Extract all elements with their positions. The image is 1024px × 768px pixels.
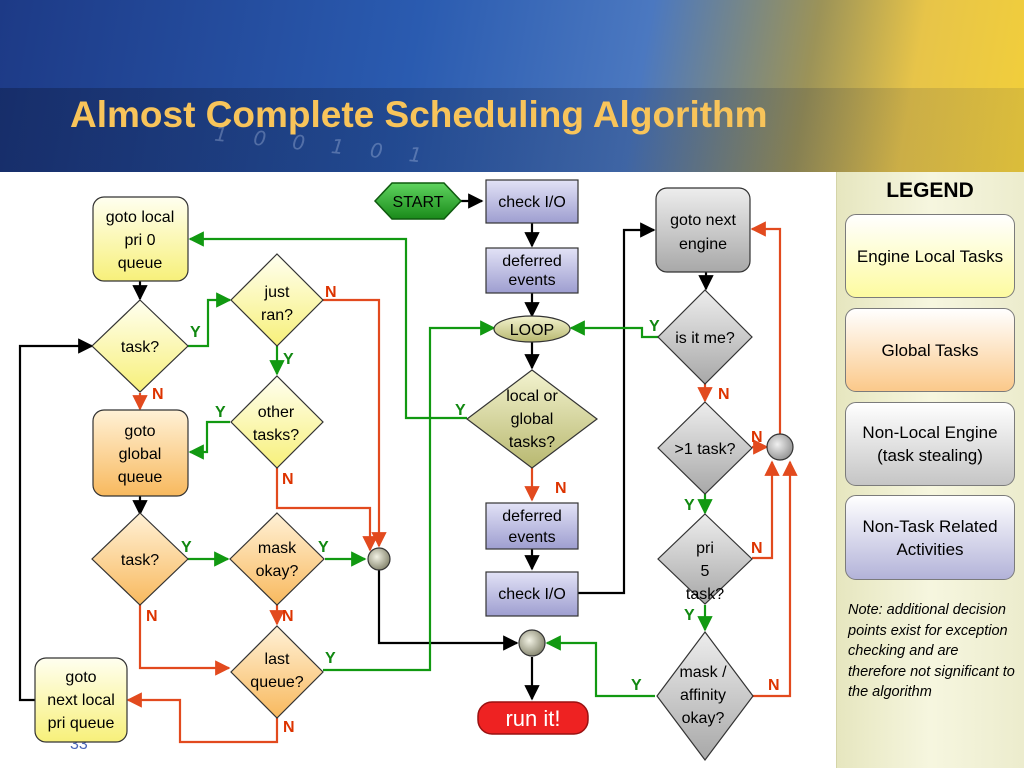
label-n-more: N (751, 429, 763, 446)
edge-n-junction-nextengine (750, 221, 782, 434)
start-label: START (393, 194, 444, 211)
run-junction (518, 629, 546, 657)
local-or-global-decision (466, 369, 598, 469)
edge-y-task-justran (188, 292, 232, 348)
other-tasks-decision (230, 375, 324, 469)
label-y-other-gotoglobal: Y (215, 404, 226, 421)
edge-nextlocal-loopback (18, 338, 94, 702)
label-y-maskaff-junction: Y (631, 677, 642, 694)
edge-y-lastqueue-loop (323, 320, 496, 672)
label-y-isme-loop: Y (649, 318, 660, 335)
slide-header: 1 0 0 1 0 1 (0, 0, 1024, 172)
legend-global-tasks: Global Tasks (845, 308, 1015, 392)
legend-note: Note: additional decision points exist f… (848, 602, 1015, 700)
label-n-maskaff: N (768, 677, 780, 694)
mid-junction (367, 547, 391, 571)
label-y-local-gotolocal: Y (455, 402, 466, 419)
run-it-box (477, 701, 589, 735)
label-n-other: N (282, 471, 294, 488)
deferred-events-top-box (485, 247, 579, 294)
legend-engine-local-tasks: Engine Local Tasks (845, 214, 1015, 298)
goto-next-engine-box (655, 187, 751, 273)
edge-n-justran-junction (323, 298, 387, 548)
edge-checkio2-nextengine (578, 222, 656, 595)
loop-node (493, 315, 571, 343)
label-y-justran-other: Y (283, 351, 294, 368)
label-y-mask-junction: Y (318, 539, 329, 556)
label-n-mask: N (282, 608, 294, 625)
edge-n-othertasks-junction (275, 468, 378, 552)
legend-non-task-activities: Non-Task Related Activities (845, 495, 1015, 580)
mask-affinity-decision (656, 631, 754, 761)
loop-label: LOOP (510, 322, 554, 339)
label-n-decision: N (555, 480, 567, 497)
legend-title: LEGEND (886, 179, 974, 202)
label-y-more-pri5: Y (684, 497, 695, 514)
goto-local-pri0-box (92, 196, 189, 282)
task-local-label: task? (121, 339, 159, 356)
label-n-pri5: N (751, 540, 763, 557)
label-y-task-mask: Y (181, 539, 192, 556)
legend-non-local-engine: Non-Local Engine (task stealing) (845, 402, 1015, 486)
is-it-me-label: is it me? (675, 330, 735, 347)
check-io-bottom-box (485, 571, 579, 617)
label-y-task-justran: Y (190, 324, 201, 341)
edge-y-local-to-gotolocal (188, 231, 467, 420)
task-global-decision (91, 512, 189, 606)
edge-midjunction-runit-junction (377, 570, 519, 651)
check-io-bottom-label: check I/O (498, 586, 566, 603)
label-n-isme: N (718, 386, 730, 403)
slide-title: Almost Complete Scheduling Algorithm (70, 94, 768, 135)
pri5-decision (657, 513, 753, 605)
engine-junction (766, 433, 794, 461)
label-n-task-global: N (146, 608, 158, 625)
label-y-lastqueue-loop: Y (325, 650, 336, 667)
last-queue-decision (230, 625, 324, 719)
just-ran-decision (230, 253, 324, 347)
edge-y-maskaff-junction (545, 635, 655, 698)
edge-n-lastqueue-nextlocal (126, 692, 279, 744)
start-node (373, 182, 463, 220)
task-global-label: task? (121, 552, 159, 569)
label-n-justran: N (325, 284, 337, 301)
goto-next-local-box (34, 657, 128, 743)
label-n-task-local: N (152, 386, 164, 403)
run-it-label: run it! (505, 706, 560, 731)
edge-n-maskaff-junction (752, 460, 798, 698)
mask-okay-decision (229, 512, 325, 606)
label-n-lastqueue: N (283, 719, 295, 736)
label-y-pri5-mask: Y (684, 607, 695, 624)
header-band (0, 88, 1024, 172)
goto-global-box (92, 409, 189, 497)
more-than-one-decision (657, 401, 753, 495)
task-local-decision (91, 299, 189, 393)
check-io-top-box (485, 179, 579, 224)
edge-y-othertasks-gotoglobal (188, 420, 230, 460)
edge-n-pri5-junction (752, 460, 780, 560)
more-than-one-label: >1 task? (675, 441, 736, 458)
is-it-me-decision (657, 289, 753, 385)
edge-n-task-lastqueue (138, 605, 231, 676)
check-io-top-label: check I/O (498, 194, 566, 211)
edge-y-isme-loop (569, 320, 659, 339)
deferred-events-bottom-box (485, 502, 579, 550)
